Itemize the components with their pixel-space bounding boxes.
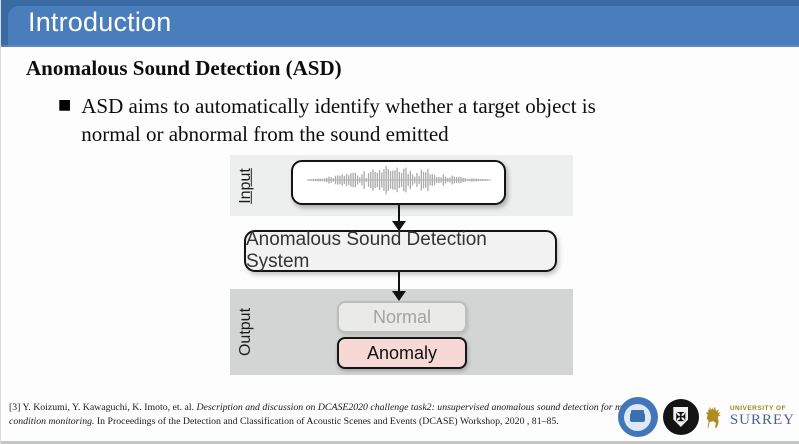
anomaly-output-box: Anomaly	[337, 337, 467, 369]
bullet-square-icon: ■	[58, 97, 72, 113]
arrow-down-icon	[397, 272, 401, 291]
waveform-icon	[305, 161, 493, 204]
surrey-wordmark: UNIVERSITY OF SURREY	[729, 404, 795, 429]
black-university-crest-icon: ✠	[662, 399, 699, 435]
slide-title: Introduction	[28, 7, 172, 37]
seal-building-mark	[630, 412, 646, 422]
title-bar-divider	[1, 45, 799, 47]
output-label-wrap: Output	[230, 289, 262, 375]
section-heading: Anomalous Sound Detection (ASD)	[26, 56, 342, 80]
surrey-wordmark-name: SURREY	[729, 412, 795, 429]
normal-output-box: Normal	[337, 301, 467, 333]
slide-title-bar: Introduction	[1, 0, 799, 47]
slide-title-bar-panel	[8, 6, 799, 47]
input-waveform-box	[291, 160, 506, 205]
asd-flow-diagram: Input Output Anomalous Sound Detection S…	[230, 155, 573, 378]
citation-title: Description and discussion on DCASE2020 …	[9, 402, 649, 427]
bullet-text-line2: normal or abnormal from the sound emitte…	[81, 122, 449, 146]
citation-venue: In Proceedings of the Detection and Clas…	[94, 415, 559, 427]
output-label: Output	[237, 307, 254, 357]
reference-citation: [3] Y. Koizumi, Y. Kawaguchi, K. Imoto, …	[9, 401, 651, 428]
citation-authors: [3] Y. Koizumi, Y. Kawaguchi, K. Imoto, …	[9, 402, 197, 413]
bullet-text-line1: ASD aims to automatically identify wheth…	[81, 94, 596, 118]
logo-strip: ✠ UNIVERSITY OF SURREY	[617, 396, 795, 438]
crest-shield-icon: ✠	[673, 407, 689, 427]
asd-system-box: Anomalous Sound Detection System	[244, 229, 557, 272]
seal-inner-disc	[624, 403, 652, 431]
blue-university-seal-icon	[617, 397, 658, 437]
bullet-item: ■ ASD aims to automatically identify whe…	[58, 92, 678, 148]
surrey-wordmark-top: UNIVERSITY OF	[729, 404, 787, 412]
input-label: Input	[237, 167, 254, 204]
slide-bottom-edge	[1, 441, 799, 444]
stag-icon	[705, 406, 721, 428]
surrey-logo: UNIVERSITY OF SURREY	[704, 404, 795, 431]
bullet-text: ASD aims to automatically identify wheth…	[81, 92, 596, 148]
arrow-down-icon	[397, 205, 401, 221]
input-label-wrap: Input	[230, 155, 262, 216]
